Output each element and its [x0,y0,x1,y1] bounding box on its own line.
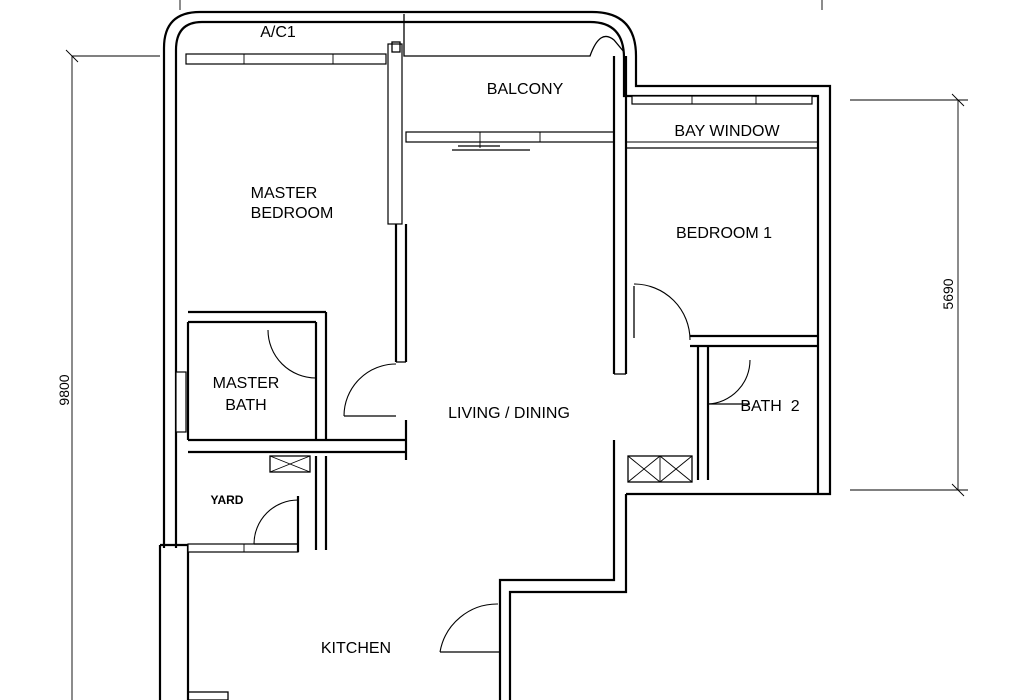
room-label-bedroom1: BEDROOM 1 [676,225,772,242]
room-label-kitchen: KITCHEN [321,640,391,657]
outer-walls [158,10,832,700]
window-master-top [185,53,387,65]
room-label-living-dining: LIVING / DINING [448,405,570,422]
dimension-label-bedroom: 5690 [940,278,956,309]
dimension-label-overall: 9800 [56,374,72,405]
dimension-left [65,49,160,700]
service-shaft-left [269,455,311,473]
kitchen-fixture [187,691,229,700]
door-master-bath [267,329,317,382]
door-bath2 [707,359,751,405]
room-label-bath2: BATH 2 [740,398,799,415]
door-kitchen [439,603,500,653]
room-label-master-bedroom-1: MASTER [251,185,318,202]
window-left-bath [175,371,187,433]
room-label-master-bedroom-2: BEDROOM [251,205,334,222]
room-label-master-bath-1: MASTER [213,375,280,392]
room-label-yard: YARD [211,493,244,507]
room-label-ac: A/C1 [260,24,296,41]
room-label-master-bath-2: BATH [225,397,266,414]
interior-walls [186,41,818,700]
room-label-balcony: BALCONY [487,81,564,98]
dimension-right [850,93,968,497]
window-bedroom1-top [631,95,813,105]
door-bedroom1 [633,283,691,341]
door-yard [253,499,299,545]
room-label-bay-window: BAY WINDOW [674,123,780,140]
service-shaft-right [627,455,693,483]
door-master-bedroom [343,363,397,417]
